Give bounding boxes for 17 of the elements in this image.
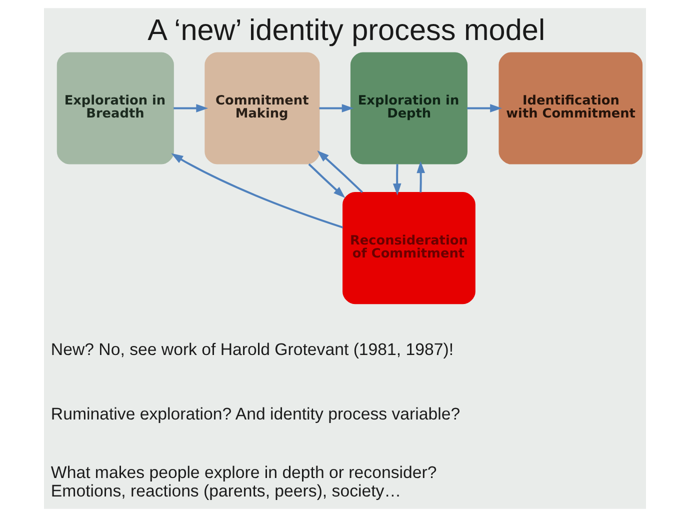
node-box: Identification with Commitment: [498, 52, 642, 164]
arrow: [170, 153, 343, 228]
node-box: Exploration in Depth: [350, 52, 467, 164]
label: What makes people explore in depth or reconsider? Emotions, reactions (parents, peers), society…: [50, 462, 436, 501]
arrow: [173, 104, 208, 112]
node-box: Commitment Making: [204, 52, 320, 164]
arrow: [466, 104, 502, 112]
node-box: Exploration in Breadth: [56, 52, 174, 164]
arrow: [392, 164, 401, 196]
label: New? No, see work of Harold Grotevant (1981, 1987)!: [50, 340, 454, 359]
arrow: [308, 163, 345, 198]
arrow: [318, 104, 354, 112]
arrow: [316, 150, 363, 194]
node-box: Reconsideration of Commitment: [342, 192, 475, 304]
diagram-title: A ‘new’ identity process model: [147, 14, 545, 47]
arrow: [416, 161, 425, 192]
label: Ruminative exploration? And identity process variable?: [50, 404, 460, 424]
